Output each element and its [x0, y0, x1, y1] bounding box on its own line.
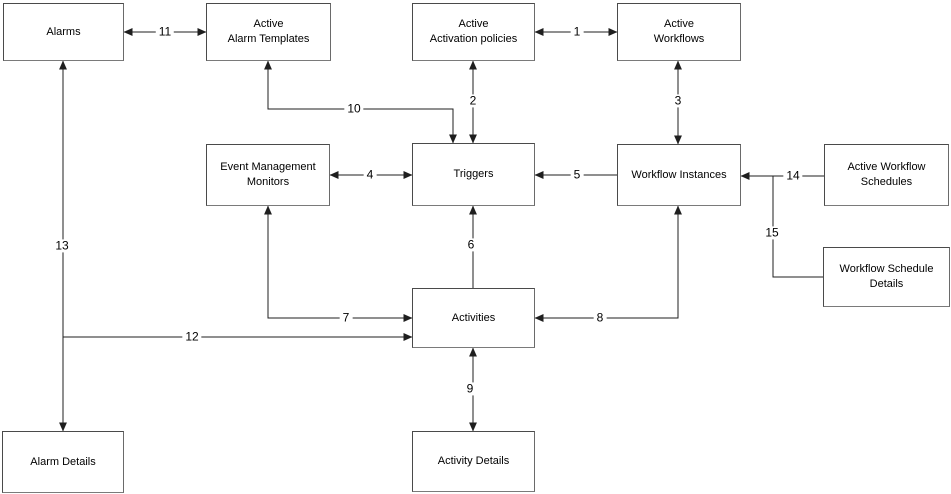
connector-label-15: 15 — [762, 226, 782, 240]
connector-label-9: 9 — [463, 382, 477, 396]
connector-label-14: 14 — [783, 169, 803, 183]
node-active-workflows: Active Workflows — [617, 3, 741, 61]
connector-7 — [264, 205, 413, 322]
node-activity-details: Activity Details — [412, 431, 535, 492]
connector-label-8: 8 — [593, 311, 607, 325]
connector-label-2: 2 — [466, 94, 480, 108]
connector-label-4: 4 — [363, 168, 377, 182]
connector-15 — [772, 176, 823, 278]
connector-8 — [534, 205, 682, 322]
node-active-activation-policies: Active Activation policies — [412, 3, 535, 61]
connector-label-6: 6 — [464, 238, 478, 252]
connector-label-11: 11 — [155, 25, 175, 39]
connector-label-13: 13 — [52, 239, 72, 253]
connector-label-7: 7 — [339, 311, 353, 325]
node-event-management-monitors: Event Management Monitors — [206, 144, 330, 206]
node-alarm-details: Alarm Details — [2, 431, 124, 493]
connector-label-5: 5 — [570, 168, 584, 182]
connector-label-3: 3 — [671, 94, 685, 108]
node-activities: Activities — [412, 288, 535, 348]
node-triggers: Triggers — [412, 143, 535, 206]
connector-label-12: 12 — [182, 330, 202, 344]
node-workflow-instances: Workflow Instances — [617, 144, 741, 206]
connector-label-10: 10 — [344, 102, 364, 116]
node-active-alarm-templates: Active Alarm Templates — [206, 3, 331, 61]
node-alarms: Alarms — [3, 3, 124, 61]
node-workflow-schedule-details: Workflow Schedule Details — [823, 247, 950, 307]
node-active-workflow-schedules: Active Workflow Schedules — [824, 144, 949, 206]
connector-label-1: 1 — [570, 25, 584, 39]
